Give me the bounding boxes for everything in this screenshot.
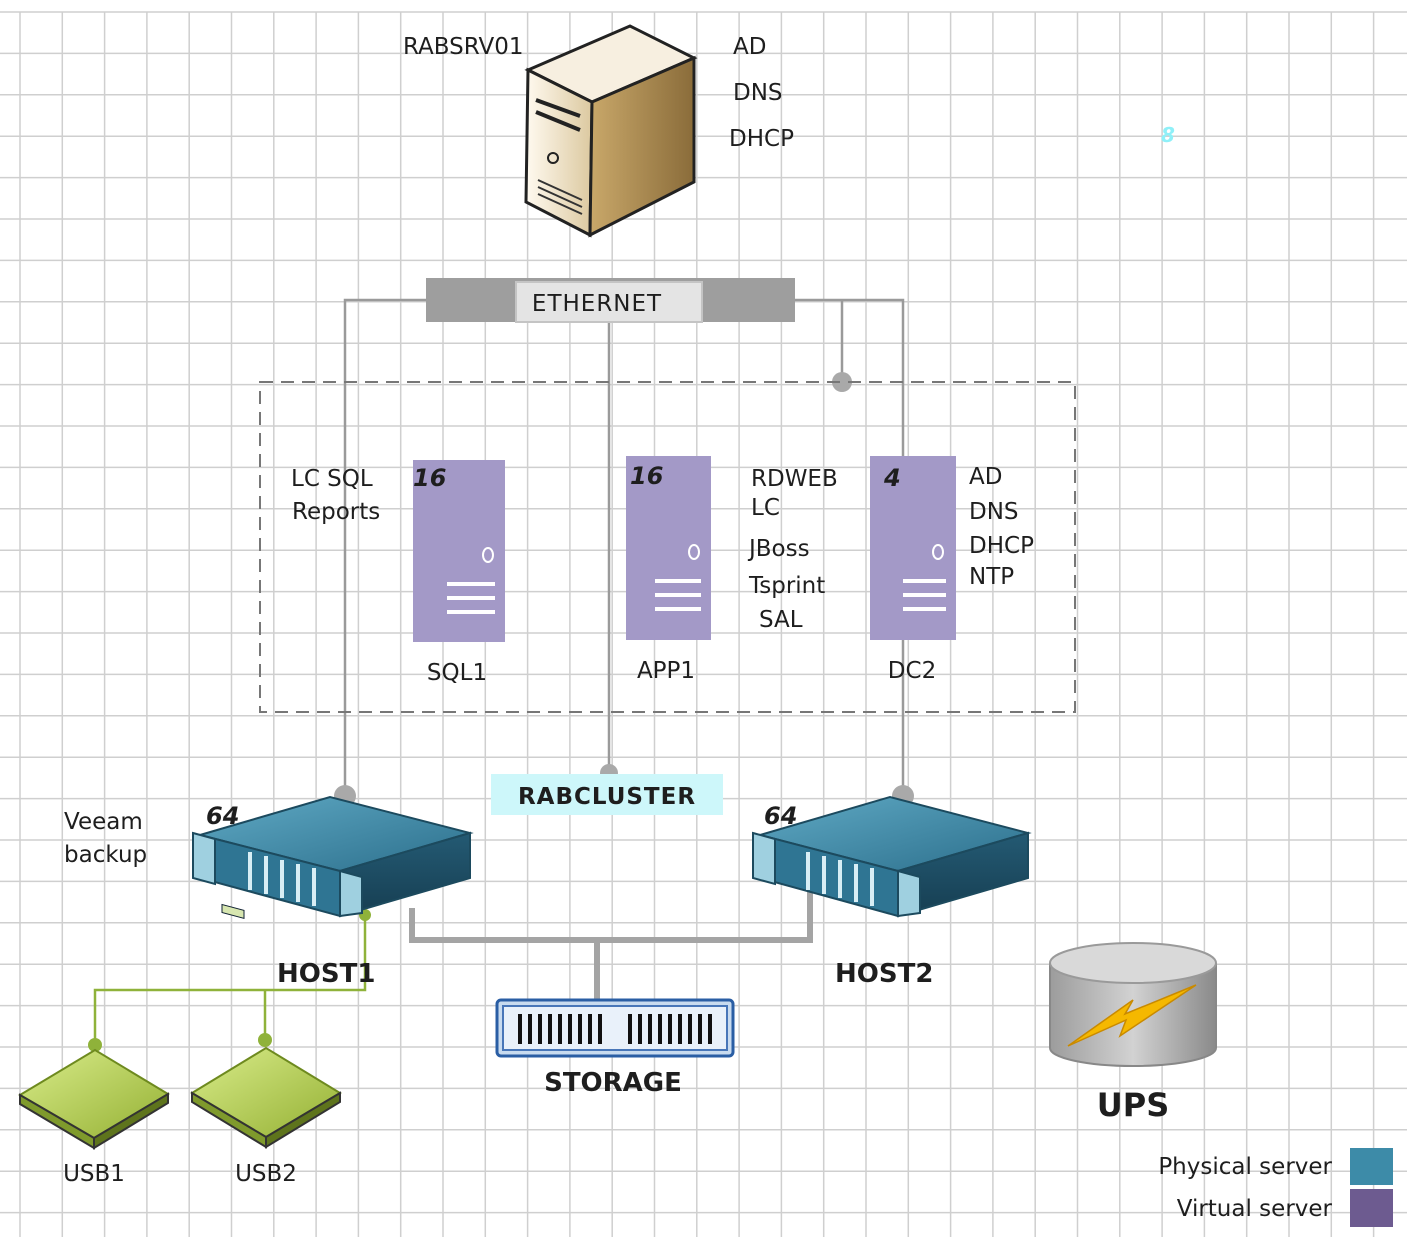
usb-label: USB2 <box>235 1161 297 1187</box>
main-server-name: RABSRV01 <box>403 34 523 60</box>
host-cpu-count: 64 <box>206 802 239 830</box>
legend-swatch <box>1350 1189 1393 1227</box>
legend-swatch <box>1350 1148 1393 1185</box>
host-note: backup <box>64 842 147 868</box>
server-vent-icon <box>903 544 946 611</box>
vm-role: LC <box>751 495 780 521</box>
usb-label: USB1 <box>63 1161 125 1187</box>
lightning-bolt-icon <box>1067 984 1197 1047</box>
vm-role: Tsprint <box>748 573 825 599</box>
storage-links <box>409 885 813 1000</box>
ups-cylinder-icon <box>1049 942 1217 1067</box>
main-server-role: AD <box>733 34 766 60</box>
legend-item-virtual-server: Virtual server <box>1177 1189 1393 1227</box>
rack-server-icon <box>752 795 1032 918</box>
usb-drive-icon <box>190 1046 342 1149</box>
usb1-drive[interactable]: USB1 <box>18 1048 170 1187</box>
vm-role: AD <box>969 464 1002 490</box>
vm-role: SAL <box>759 607 803 633</box>
main-server-rabsrv01[interactable]: RABSRV01 AD DNS DHCP <box>403 24 794 238</box>
vm-dc2[interactable]: 4 AD DNS DHCP NTP DC2 <box>870 456 1034 684</box>
usb-drive-icon <box>18 1048 170 1150</box>
main-server-role: DHCP <box>729 126 794 152</box>
storage-array[interactable]: STORAGE <box>495 998 735 1098</box>
vm-sql1[interactable]: 16 LC SQL Reports SQL1 <box>291 460 505 686</box>
host-name: HOST1 <box>277 959 375 989</box>
vm-role: DNS <box>969 499 1019 525</box>
stray-glyph: 8 <box>1161 123 1175 147</box>
server-vent-icon <box>655 544 701 611</box>
cluster-badge[interactable]: RABCLUSTER <box>491 774 723 815</box>
vm-name: APP1 <box>637 658 695 684</box>
vm-role: DHCP <box>969 533 1034 559</box>
usb2-drive[interactable]: USB2 <box>190 1046 342 1187</box>
ups-unit[interactable]: UPS <box>1049 942 1217 1124</box>
vm-app1[interactable]: 16 RDWEB LC JBoss Tsprint SAL APP1 <box>626 456 838 684</box>
ethernet-label: ETHERNET <box>532 291 662 317</box>
vm-role: RDWEB <box>751 466 838 492</box>
vm-role: Reports <box>292 499 380 525</box>
vm-name: SQL1 <box>427 660 487 686</box>
vm-role: NTP <box>969 564 1014 590</box>
vm-role: LC SQL <box>291 466 373 492</box>
vm-cpu-count: 16 <box>630 462 663 490</box>
usb-links <box>93 915 367 1045</box>
server-vent-icon <box>447 547 495 614</box>
main-server-role: DNS <box>733 80 783 106</box>
legend-item-physical-server: Physical server <box>1158 1148 1393 1185</box>
vm-role: JBoss <box>747 536 810 562</box>
cluster-label: RABCLUSTER <box>518 784 696 810</box>
host-cpu-count: 64 <box>764 802 797 830</box>
storage-label: STORAGE <box>544 1068 682 1098</box>
vm-name: DC2 <box>888 658 936 684</box>
ups-label: UPS <box>1097 1086 1169 1124</box>
host-note: Veeam <box>64 809 143 835</box>
vm-cpu-count: 16 <box>413 464 446 492</box>
ethernet-switch[interactable]: ETHERNET <box>426 278 795 323</box>
legend: Physical server Virtual server <box>1158 1148 1393 1227</box>
host1-physical-server[interactable]: 64 Veeam backup HOST1 <box>64 795 474 989</box>
storage-array-icon <box>495 998 735 1058</box>
tower-server-icon <box>524 24 698 238</box>
vm-cpu-count: 4 <box>883 464 901 492</box>
rack-server-icon <box>192 795 474 920</box>
virtual-servers-group <box>259 381 1076 713</box>
host2-physical-server[interactable]: 64 HOST2 <box>752 795 1032 989</box>
legend-label: Virtual server <box>1177 1196 1333 1222</box>
host-name: HOST2 <box>835 959 933 989</box>
host1-ethernet-link <box>343 298 428 795</box>
usb-connection-dots <box>88 909 371 1052</box>
vm-group-connector <box>832 372 852 392</box>
legend-label: Physical server <box>1158 1154 1332 1180</box>
